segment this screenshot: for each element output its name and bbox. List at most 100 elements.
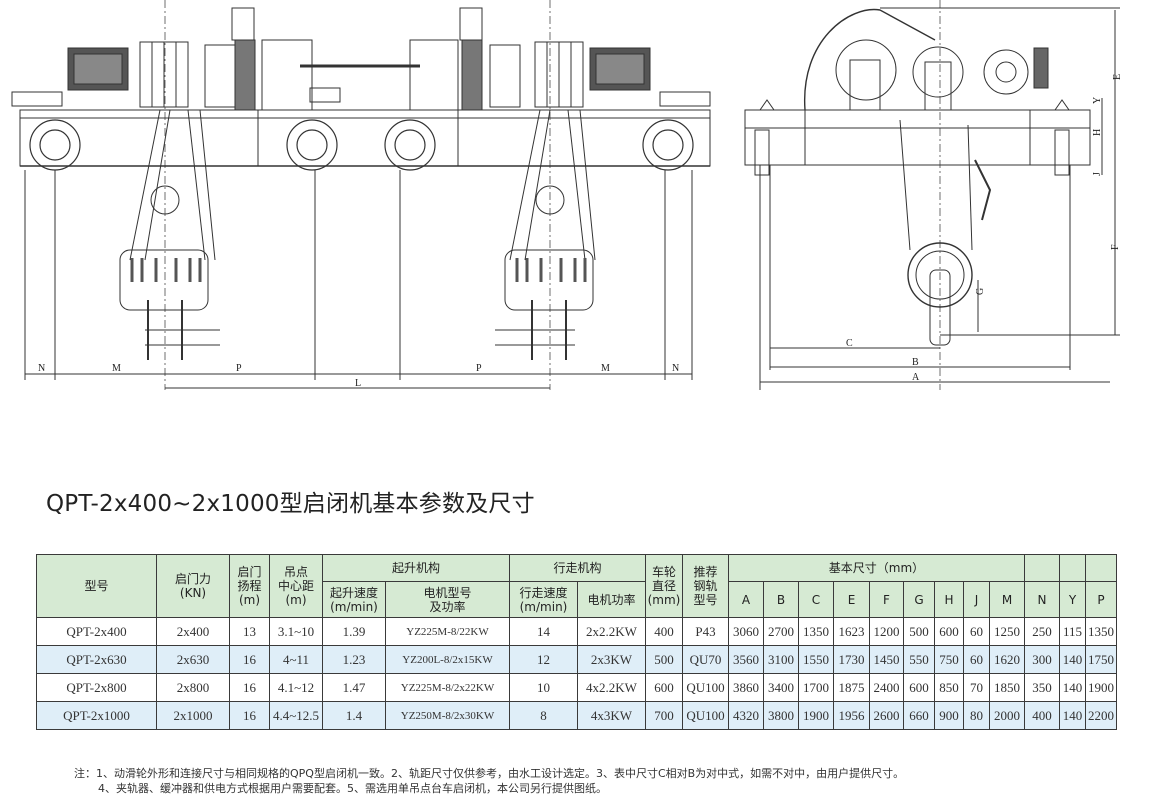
header-hoist-group: 起升机构 <box>322 554 510 582</box>
cell-lift: 16 <box>229 645 270 674</box>
note-line-1: 注：1、动滑轮外形和连接尺寸与相同规格的QPQ型启闭机一致。2、轨距尺寸仅供参考… <box>74 767 905 780</box>
header-dim-g: G <box>903 581 935 618</box>
cell-c: 1350 <box>798 617 834 646</box>
dim-label-e: E <box>1112 74 1123 80</box>
cell-j: 60 <box>963 617 990 646</box>
cell-center: 4.4~12.5 <box>269 701 323 730</box>
cell-g: 600 <box>903 673 935 702</box>
header-dim-e: E <box>833 581 870 618</box>
cell-b: 3800 <box>763 701 799 730</box>
cell-b: 3100 <box>763 645 799 674</box>
cell-h: 850 <box>934 673 964 702</box>
cell-g: 500 <box>903 617 935 646</box>
cell-a: 3860 <box>728 673 764 702</box>
cell-c: 1550 <box>798 645 834 674</box>
cell-travel-motor: 4x2.2KW <box>577 673 646 702</box>
dim-label-p-right: P <box>476 363 482 374</box>
cell-m: 1850 <box>989 673 1025 702</box>
cell-travel-speed: 12 <box>509 645 578 674</box>
cell-hoist-speed: 1.23 <box>322 645 386 674</box>
header-hoist-speed: 起升速度(m/min) <box>322 581 386 618</box>
header-blank <box>1059 554 1086 582</box>
cell-rail: QU70 <box>682 645 729 674</box>
cell-c: 1900 <box>798 701 834 730</box>
cell-model: QPT-2x400 <box>36 617 157 646</box>
table-row: QPT-2x400 2x400 13 3.1~10 1.39 YZ225M-8/… <box>36 617 1117 646</box>
dim-label-g: G <box>975 288 986 295</box>
note-line-2: 4、夹轨器、缓冲器和供电方式根据用户需要配套。5、需选用单吊点台车启闭机，本公司… <box>98 782 607 795</box>
spec-table: 型号 启门力(KN) 启门扬程(m) 吊点中心距(m) 起升机构 行走机构 车轮… <box>36 554 1117 730</box>
cell-model: QPT-2x630 <box>36 645 157 674</box>
cell-travel-motor: 2x2.2KW <box>577 617 646 646</box>
table-row: QPT-2x630 2x630 16 4~11 1.23 YZ200L-8/2x… <box>36 645 1117 674</box>
header-dim-f: F <box>869 581 904 618</box>
header-dim-c: C <box>798 581 834 618</box>
cell-force: 2x1000 <box>156 701 230 730</box>
cell-lift: 13 <box>229 617 270 646</box>
front-elevation-view <box>11 0 711 390</box>
cell-travel-speed: 8 <box>509 701 578 730</box>
header-dim-b: B <box>763 581 799 618</box>
header-wheel: 车轮直径(mm) <box>645 554 683 618</box>
dim-label-h: H <box>1092 129 1103 136</box>
cell-y: 140 <box>1059 673 1086 702</box>
cell-c: 1700 <box>798 673 834 702</box>
cell-n: 350 <box>1024 673 1060 702</box>
cell-hoist-speed: 1.4 <box>322 701 386 730</box>
page-title: QPT-2x400~2x1000型启闭机基本参数及尺寸 <box>46 491 535 517</box>
cell-hoist-motor: YZ225M-8/22KW <box>385 617 510 646</box>
dim-label-p-left: P <box>236 363 242 374</box>
cell-h: 750 <box>934 645 964 674</box>
dim-label-y: Y <box>1092 97 1103 104</box>
cell-wheel: 500 <box>645 645 683 674</box>
dim-label-j: J <box>1092 172 1103 176</box>
cell-model: QPT-2x800 <box>36 673 157 702</box>
cell-f: 2400 <box>869 673 904 702</box>
cell-m: 1250 <box>989 617 1025 646</box>
dim-label-n-left: N <box>38 363 45 374</box>
header-center-distance: 吊点中心距(m) <box>269 554 323 618</box>
header-dim-y: Y <box>1059 581 1086 618</box>
cell-wheel: 600 <box>645 673 683 702</box>
header-dim-h: H <box>934 581 964 618</box>
header-blank <box>1024 554 1060 582</box>
cell-h: 600 <box>934 617 964 646</box>
cell-p: 1900 <box>1085 673 1117 702</box>
cell-g: 550 <box>903 645 935 674</box>
table-row: QPT-2x1000 2x1000 16 4.4~12.5 1.4 YZ250M… <box>36 701 1117 730</box>
cell-center: 4~11 <box>269 645 323 674</box>
header-hoist-motor: 电机型号及功率 <box>385 581 510 618</box>
cell-travel-speed: 10 <box>509 673 578 702</box>
header-lift: 启门扬程(m) <box>229 554 270 618</box>
dim-label-m-right: M <box>601 363 610 374</box>
dim-label-c: C <box>846 338 853 349</box>
cell-f: 2600 <box>869 701 904 730</box>
cell-force: 2x800 <box>156 673 230 702</box>
cell-a: 4320 <box>728 701 764 730</box>
dim-label-f: F <box>1110 244 1121 250</box>
cell-g: 660 <box>903 701 935 730</box>
cell-n: 400 <box>1024 701 1060 730</box>
cell-wheel: 700 <box>645 701 683 730</box>
dim-label-n-right: N <box>672 363 679 374</box>
header-travel-motor: 电机功率 <box>577 581 646 618</box>
cell-e: 1875 <box>833 673 870 702</box>
cell-j: 60 <box>963 645 990 674</box>
cell-hoist-speed: 1.39 <box>322 617 386 646</box>
header-dim-j: J <box>963 581 990 618</box>
cell-m: 1620 <box>989 645 1025 674</box>
cell-model: QPT-2x1000 <box>36 701 157 730</box>
header-force: 启门力(KN) <box>156 554 230 618</box>
cell-center: 3.1~10 <box>269 617 323 646</box>
cell-e: 1623 <box>833 617 870 646</box>
cell-p: 1750 <box>1085 645 1117 674</box>
cell-a: 3060 <box>728 617 764 646</box>
side-elevation-view <box>744 0 1120 390</box>
cell-force: 2x400 <box>156 617 230 646</box>
header-dims-group: 基本尺寸（mm） <box>728 554 1025 582</box>
cell-hoist-speed: 1.47 <box>322 673 386 702</box>
cell-travel-motor: 4x3KW <box>577 701 646 730</box>
cell-j: 80 <box>963 701 990 730</box>
cell-p: 2200 <box>1085 701 1117 730</box>
dim-label-m-left: M <box>112 363 121 374</box>
